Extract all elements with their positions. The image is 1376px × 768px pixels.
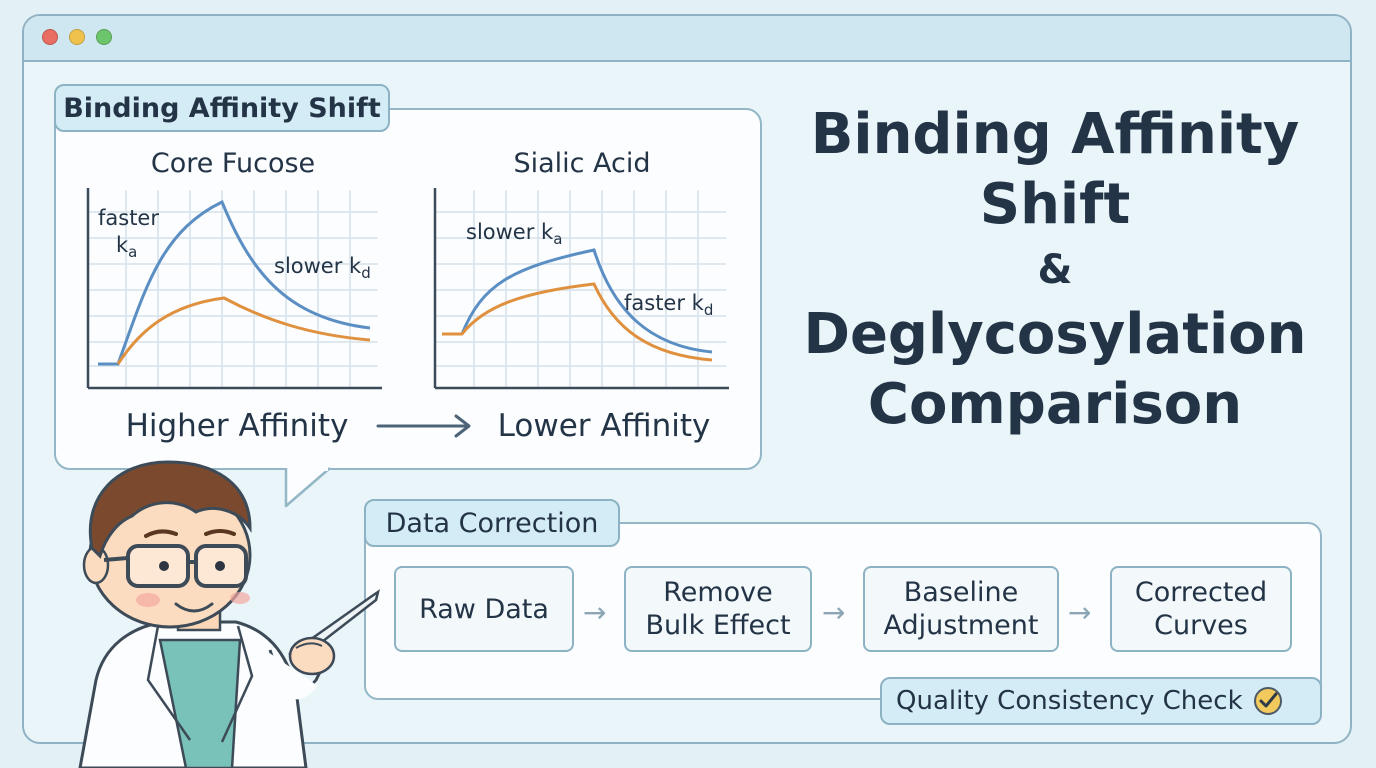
core-fucose-blue-curve: [98, 199, 371, 366]
quality-check-label: Quality Consistency Check: [896, 686, 1243, 716]
main-title-line-1: Binding Affinity: [810, 102, 1300, 167]
step-remove-bulk-effect[interactable]: Remove Bulk Effect: [624, 566, 812, 652]
left-annotation-slower-kd: slower kd: [274, 254, 371, 282]
main-title: Binding Affinity Shift & Deglycosylation…: [790, 100, 1320, 440]
quality-check-tag: Quality Consistency Check: [880, 677, 1322, 725]
maximize-window-button[interactable]: [96, 29, 112, 45]
main-title-line-4: Comparison: [867, 372, 1243, 437]
main-title-line-3: Deglycosylation: [803, 302, 1307, 367]
flow-arrow-2: →: [822, 596, 846, 629]
speech-bubble: [54, 108, 762, 470]
right-annotation-faster-kd: faster kd: [624, 291, 713, 319]
flow-arrow-3: →: [1068, 596, 1092, 629]
flow-arrow-1: →: [583, 596, 607, 629]
step-corrected-curves[interactable]: Corrected Curves: [1110, 566, 1292, 652]
lower-affinity-label: Lower Affinity: [498, 408, 711, 444]
main-title-line-2: Shift: [979, 172, 1131, 237]
sialic-acid-title: Sialic Acid: [513, 148, 650, 179]
checkmark-icon: [1253, 687, 1282, 715]
sialic-acid-blue-curve: [460, 248, 713, 354]
higher-affinity-label: Higher Affinity: [126, 408, 349, 444]
core-fucose-title: Core Fucose: [151, 148, 315, 179]
left-annotation-ka: ka: [116, 233, 137, 261]
step-baseline-adjustment[interactable]: Baseline Adjustment: [863, 566, 1059, 652]
close-window-button[interactable]: [42, 29, 58, 45]
sialic-acid-orange-curve: [442, 282, 713, 362]
main-title-ampersand: &: [1037, 247, 1073, 293]
right-annotation-slower-ka: slower ka: [466, 220, 562, 248]
title-bar: [24, 16, 1350, 62]
affinity-arrow: [376, 414, 471, 438]
binding-affinity-tag: Binding Affinity Shift: [54, 84, 390, 132]
sialic-acid-grid: [435, 190, 726, 388]
minimize-window-button[interactable]: [69, 29, 85, 45]
left-annotation-faster: faster: [98, 206, 159, 230]
core-fucose-axes: [86, 188, 382, 390]
data-correction-tag: Data Correction: [364, 499, 620, 547]
sialic-acid-axes: [433, 188, 729, 390]
step-raw-data[interactable]: Raw Data: [394, 566, 574, 652]
core-fucose-orange-curve: [116, 296, 371, 365]
